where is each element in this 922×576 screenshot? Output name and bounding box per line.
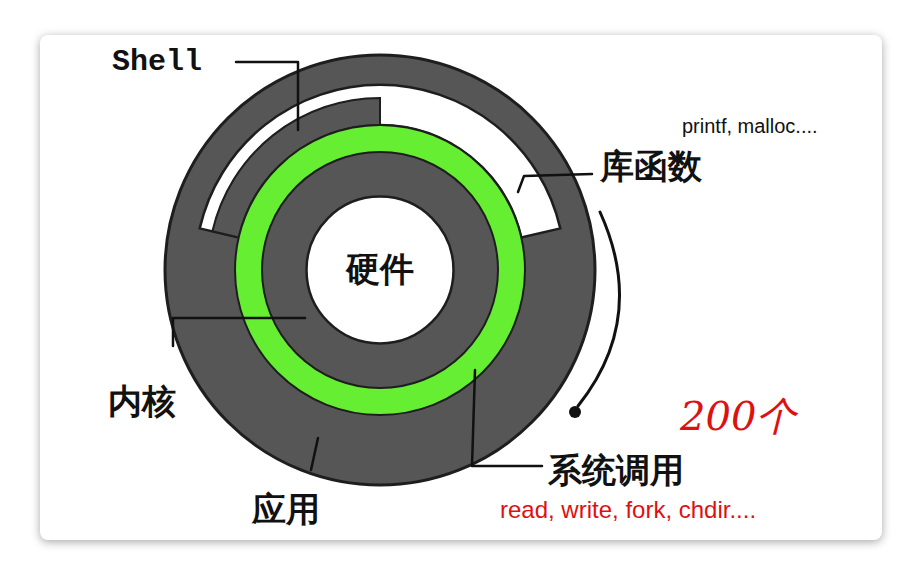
application-ring bbox=[165, 55, 595, 485]
leader-line bbox=[173, 318, 305, 346]
leader-line bbox=[518, 174, 592, 192]
circle-shape bbox=[307, 197, 454, 344]
node-text: 硬件 bbox=[346, 247, 414, 293]
leader-line bbox=[472, 370, 542, 466]
ring-outline bbox=[235, 125, 525, 415]
bracket-arc bbox=[578, 212, 620, 406]
shell-label: Shell bbox=[112, 44, 202, 80]
application-label: 应用 bbox=[252, 489, 320, 530]
leader-line bbox=[311, 438, 318, 470]
leader-line bbox=[236, 62, 298, 130]
ring-outline bbox=[262, 152, 498, 388]
library-examples: printf, malloc.... bbox=[682, 114, 818, 138]
syscall-label: 系统调用 bbox=[548, 450, 684, 491]
syscall-ring bbox=[249, 139, 512, 402]
syscall-examples: read, write, fork, chdir.... bbox=[500, 496, 756, 525]
handwritten-note: 200个 bbox=[680, 392, 796, 440]
kernel-label: 内核 bbox=[108, 381, 176, 422]
bracket-dot bbox=[569, 406, 581, 418]
library-label: 库函数 bbox=[600, 146, 702, 187]
hardware-circle: 硬件 bbox=[305, 195, 455, 345]
